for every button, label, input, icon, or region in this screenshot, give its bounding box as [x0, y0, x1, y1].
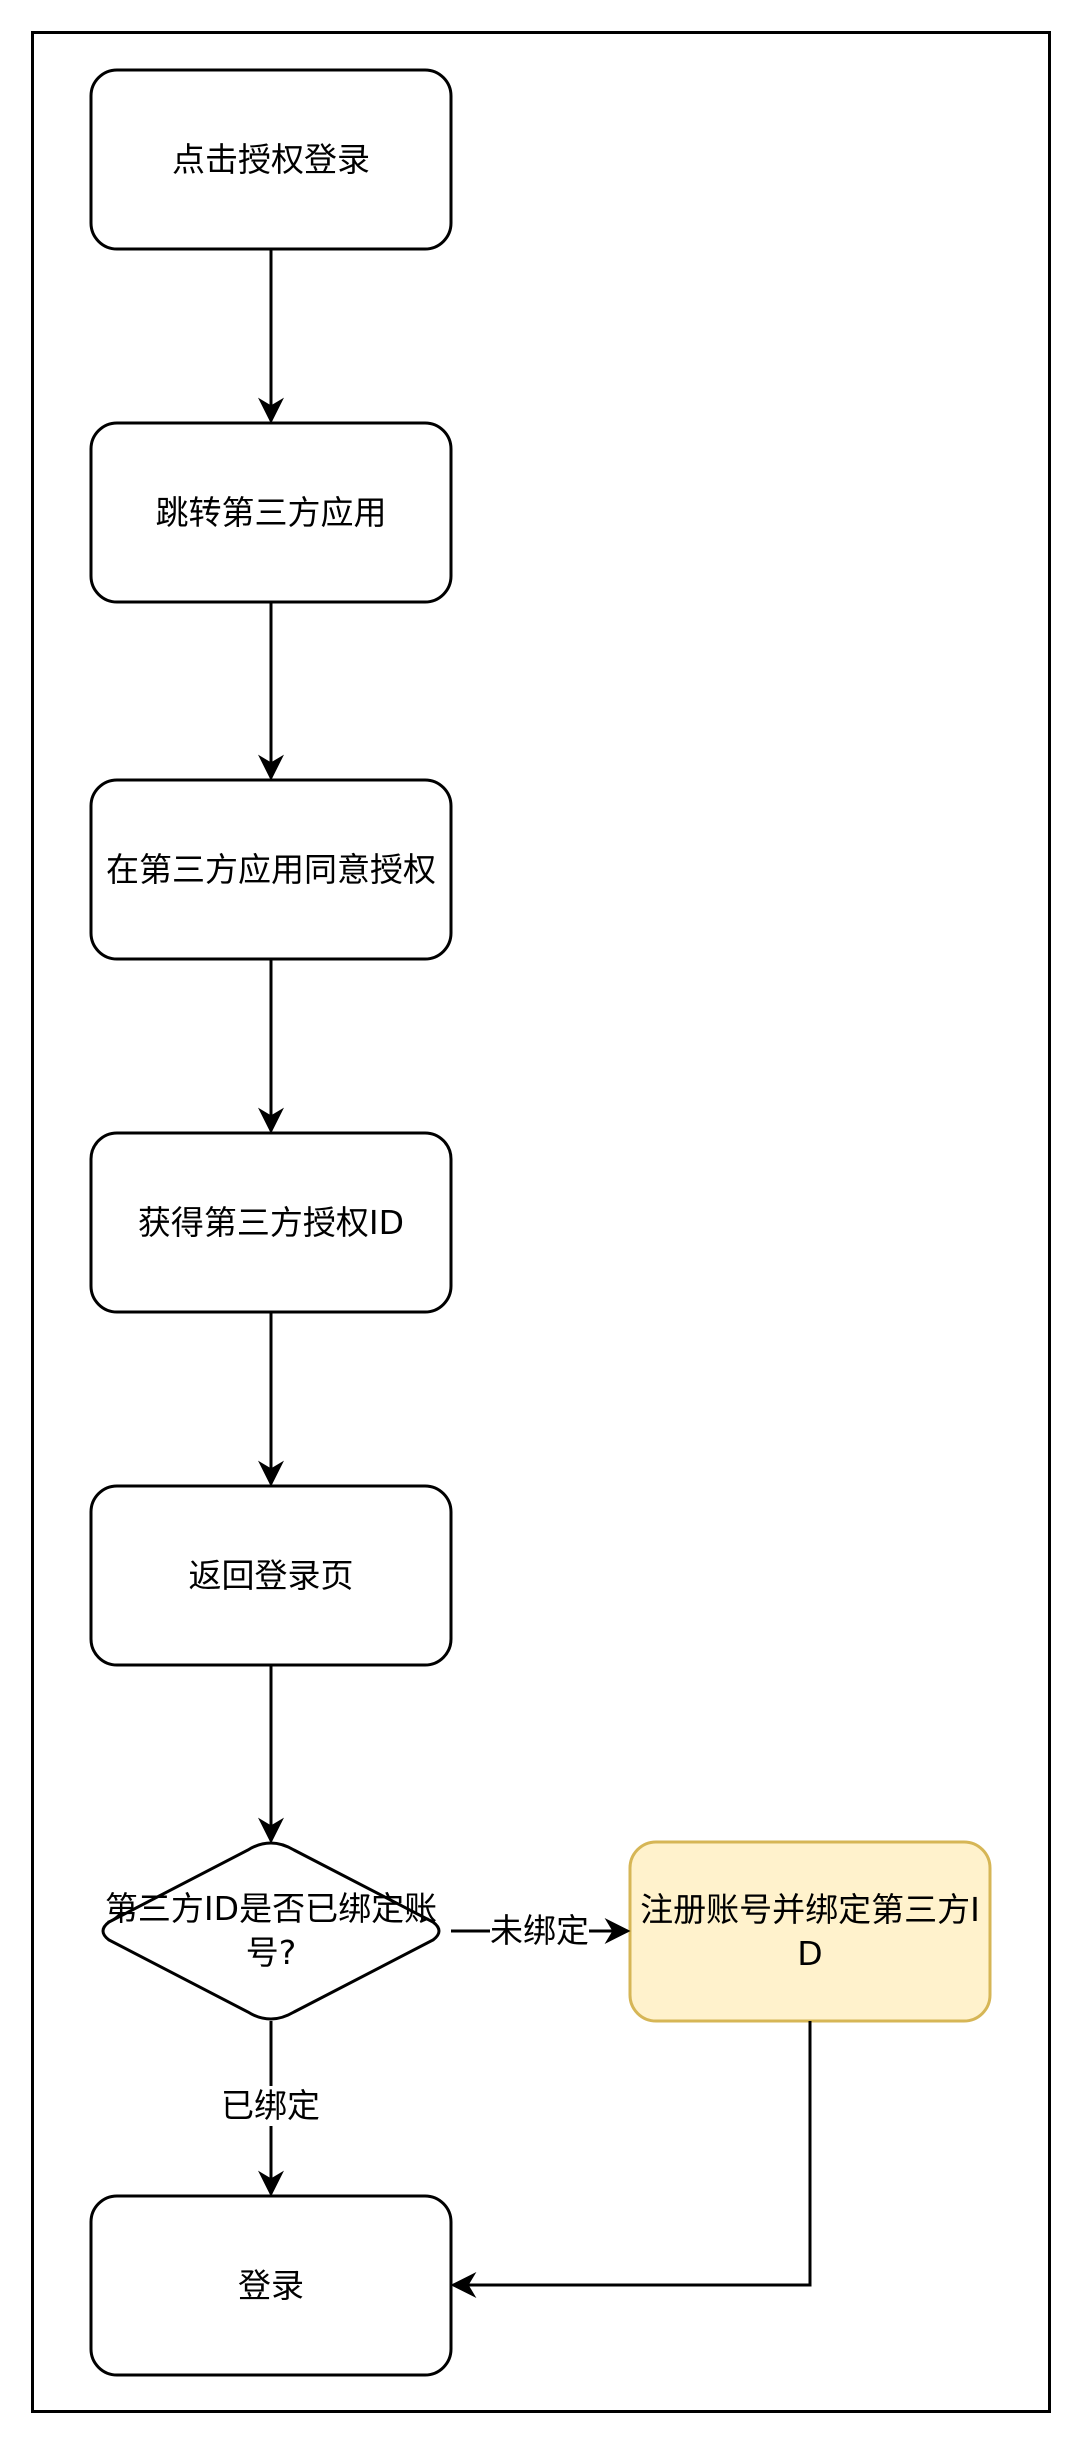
node-return-login-page-label: 返回登录页: [188, 1555, 354, 1595]
node-get-auth-id-label: 获得第三方授权ID: [137, 1202, 405, 1242]
node-register-bind-label: 注册账号并绑定第三方ID: [640, 1889, 980, 1973]
edge-register-to-login: [450, 2021, 812, 2298]
edge-label-bound: 已绑定: [221, 2086, 320, 2126]
node-click-auth-login-label: 点击授权登录: [172, 139, 370, 179]
node-login-label: 登录: [238, 2265, 304, 2305]
diagram-frame: [31, 31, 1051, 2413]
node-bound-check-label: 第三方ID是否已绑定账号?: [104, 1889, 438, 1972]
edge-label-not-bound: 未绑定: [490, 1911, 589, 1951]
node-bound-check-diamond: [101, 1841, 441, 2021]
node-agree-auth-label: 在第三方应用同意授权: [106, 849, 436, 889]
node-jump-third-party-label: 跳转第三方应用: [155, 492, 387, 532]
